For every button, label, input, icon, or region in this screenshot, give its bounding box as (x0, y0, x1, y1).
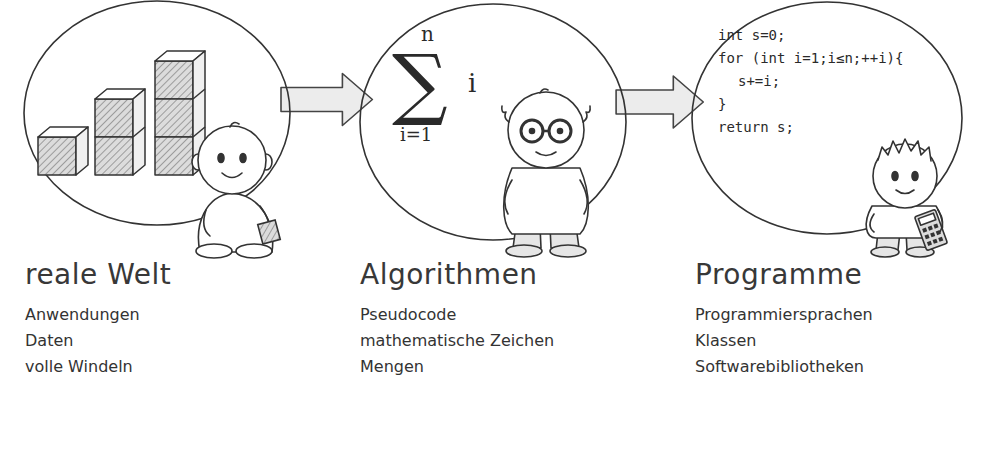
sum-symbol: ∑ (392, 44, 448, 122)
code-line: int s=0; (718, 27, 785, 44)
caption-heading: reale Welt (25, 258, 171, 292)
caption-item: volle Windeln (25, 357, 133, 376)
bubble-node: int s=0; for (int i=1;i≤n;++i){ s+=i;} retu… (680, 0, 995, 380)
caption-item: Mengen (360, 357, 424, 376)
block-arrow (616, 76, 703, 128)
caption-item: mathematische Zeichen (360, 331, 554, 350)
professor-figure (502, 89, 590, 257)
sum-term: i (468, 70, 476, 96)
bubble-node: ∑n i i=1AlgorithmenPseudocode mathematische… (350, 0, 640, 380)
baby-figure (192, 123, 280, 258)
caption-item: Softwarebibliotheken (695, 357, 864, 376)
block-arrow (281, 74, 372, 126)
kid-figure (866, 139, 947, 257)
bubble-circle (360, 4, 626, 240)
bubble-circle (24, 1, 290, 225)
caption-item: Klassen (695, 331, 756, 350)
cube-stacks (38, 51, 205, 175)
caption-item: Anwendungen (25, 305, 140, 324)
code-line: s+=i; (738, 73, 780, 90)
caption-item: Pseudocode (360, 305, 456, 324)
caption-heading: Algorithmen (360, 258, 538, 292)
code-line: return s; (718, 119, 794, 136)
bubble-circle (692, 2, 962, 234)
caption-heading: Programme (695, 258, 862, 292)
caption-item: Programmiersprachen (695, 305, 873, 324)
sum-lower-bound: i=1 (400, 126, 432, 144)
bubble-node: reale WeltAnwendungenDaten volle Windeln (15, 0, 310, 380)
caption-item: Daten (25, 331, 73, 350)
sum-upper-bound: n (421, 24, 434, 44)
code-line: } (718, 96, 726, 113)
code-line: for (int i=1;i≤n;++i){ (718, 50, 903, 67)
